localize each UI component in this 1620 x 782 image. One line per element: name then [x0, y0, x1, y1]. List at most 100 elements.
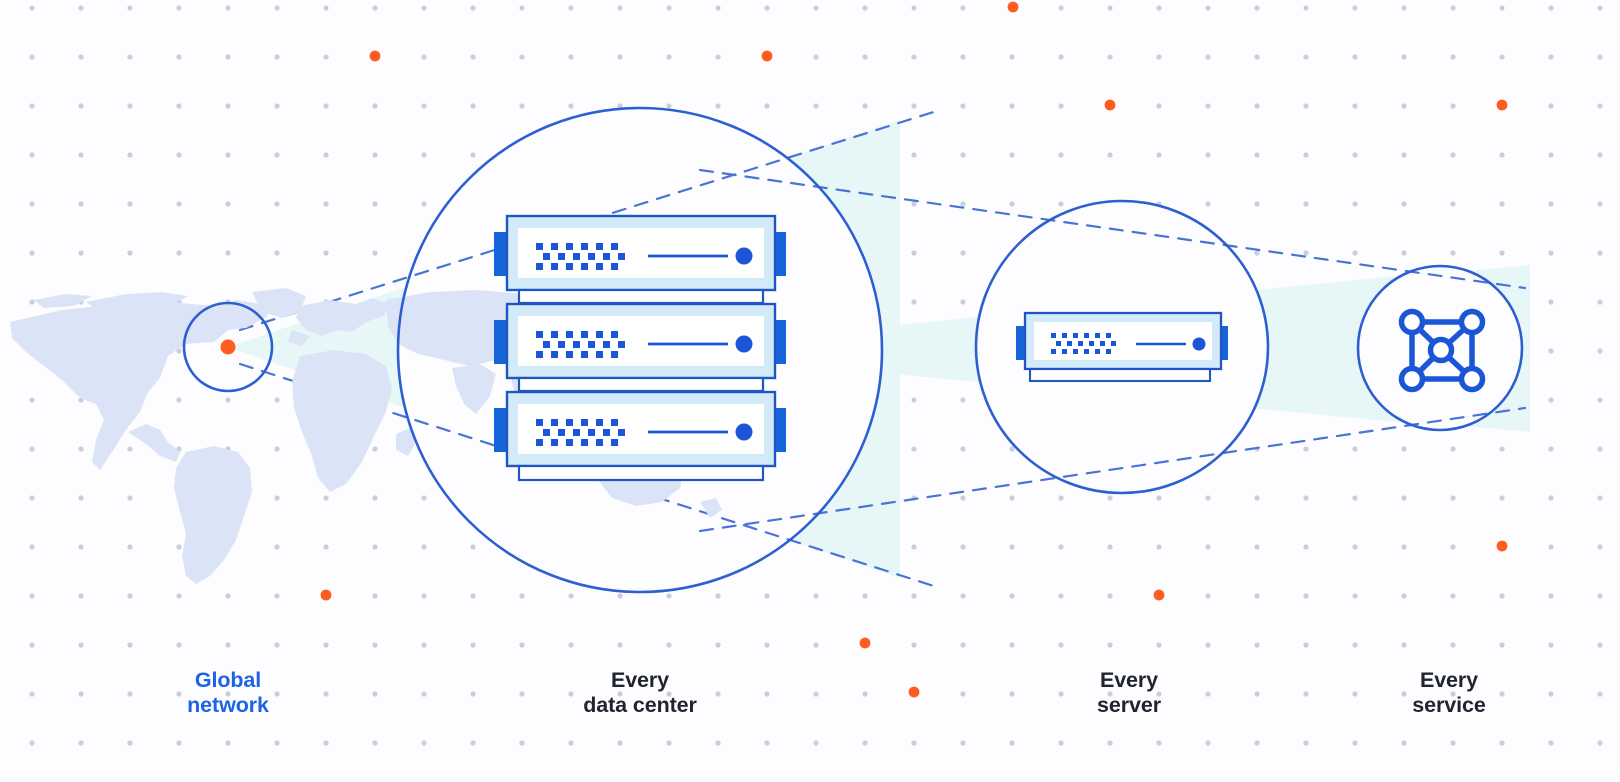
grid-dot — [323, 5, 329, 11]
grid-dot — [29, 103, 35, 109]
grid-dot — [127, 250, 133, 256]
grid-dot — [1009, 103, 1015, 109]
grid-dot — [1597, 201, 1603, 207]
grid-dot — [911, 152, 917, 158]
grid-dot — [715, 642, 721, 648]
grid-dot — [568, 54, 574, 60]
grid-dot — [274, 103, 280, 109]
grid-dot — [225, 642, 231, 648]
grid-dot — [1352, 54, 1358, 60]
cone-dash-upper-left — [238, 108, 942, 332]
grid-dot — [960, 152, 966, 158]
grid-dot — [960, 299, 966, 305]
grid-dot — [1499, 152, 1505, 158]
grid-dot — [1548, 691, 1554, 697]
grid-dot — [176, 103, 182, 109]
grid-dot — [1401, 642, 1407, 648]
grid-dot — [1058, 544, 1064, 550]
grid-dot — [1548, 103, 1554, 109]
grid-dot — [1156, 152, 1162, 158]
grid-dot — [666, 642, 672, 648]
grid-dot — [1058, 201, 1064, 207]
grid-dot — [225, 397, 231, 403]
grid-dot — [911, 397, 917, 403]
grid-dot — [813, 740, 819, 746]
grid-dot — [323, 54, 329, 60]
grid-dot — [127, 152, 133, 158]
grid-dot — [960, 495, 966, 501]
grid-dot — [960, 593, 966, 599]
grid-dot — [470, 103, 476, 109]
grid-dot — [470, 152, 476, 158]
grid-dot — [176, 201, 182, 207]
rack-unit-1 — [494, 214, 786, 292]
grid-dot — [372, 593, 378, 599]
grid-dot — [78, 593, 84, 599]
grid-dot — [1499, 642, 1505, 648]
grid-dot — [1254, 642, 1260, 648]
grid-dot — [274, 691, 280, 697]
grid-dot — [1548, 593, 1554, 599]
grid-dot — [1107, 642, 1113, 648]
grid-dot — [715, 103, 721, 109]
grid-dot — [274, 201, 280, 207]
grid-dot — [274, 152, 280, 158]
cone-dash-upper-right — [698, 168, 1527, 290]
grid-dot — [176, 152, 182, 158]
grid-dot — [1450, 54, 1456, 60]
grid-dot — [1352, 593, 1358, 599]
grid-dot — [1058, 593, 1064, 599]
grid-dot — [1058, 152, 1064, 158]
grid-dot — [29, 250, 35, 256]
grid-dot — [1352, 250, 1358, 256]
grid-dot — [911, 299, 917, 305]
grid-dot — [323, 691, 329, 697]
grid-dot — [1058, 740, 1064, 746]
datacenter-circle — [396, 106, 884, 594]
grid-dot — [78, 54, 84, 60]
grid-dot — [176, 740, 182, 746]
grid-dot — [1205, 495, 1211, 501]
grid-dot — [1107, 152, 1113, 158]
grid-dot — [1548, 348, 1554, 354]
grid-dot — [176, 691, 182, 697]
grid-dot — [421, 201, 427, 207]
grid-dot — [1499, 54, 1505, 60]
grid-dot — [1254, 544, 1260, 550]
grid-dot — [78, 544, 84, 550]
grid-dot — [1009, 593, 1015, 599]
grid-dot — [519, 593, 525, 599]
grid-dot — [274, 544, 280, 550]
grid-dot — [1254, 740, 1260, 746]
grid-dot — [1058, 5, 1064, 11]
grid-dot — [1009, 152, 1015, 158]
grid-dot — [1303, 446, 1309, 452]
grid-dot — [274, 740, 280, 746]
grid-dot — [127, 446, 133, 452]
grid-dot — [29, 152, 35, 158]
vent-grid-server — [1051, 333, 1116, 354]
grid-dot — [1548, 54, 1554, 60]
grid-dot — [1450, 152, 1456, 158]
grid-dot — [78, 250, 84, 256]
grid-dot — [176, 397, 182, 403]
grid-dot — [1548, 152, 1554, 158]
map-location-marker — [220, 339, 236, 355]
grid-dot — [960, 54, 966, 60]
grid-dot — [1450, 593, 1456, 599]
grid-dot — [274, 593, 280, 599]
grid-dot — [29, 544, 35, 550]
server-circle — [974, 199, 1270, 495]
grid-dot — [274, 642, 280, 648]
grid-dot — [372, 201, 378, 207]
grid-dot — [470, 642, 476, 648]
grid-dot — [372, 446, 378, 452]
grid-dot — [1548, 201, 1554, 207]
accent-dot — [369, 50, 381, 62]
grid-dot — [1156, 54, 1162, 60]
grid-dot — [274, 495, 280, 501]
grid-dot — [764, 691, 770, 697]
grid-dot — [78, 740, 84, 746]
grid-dot — [421, 642, 427, 648]
